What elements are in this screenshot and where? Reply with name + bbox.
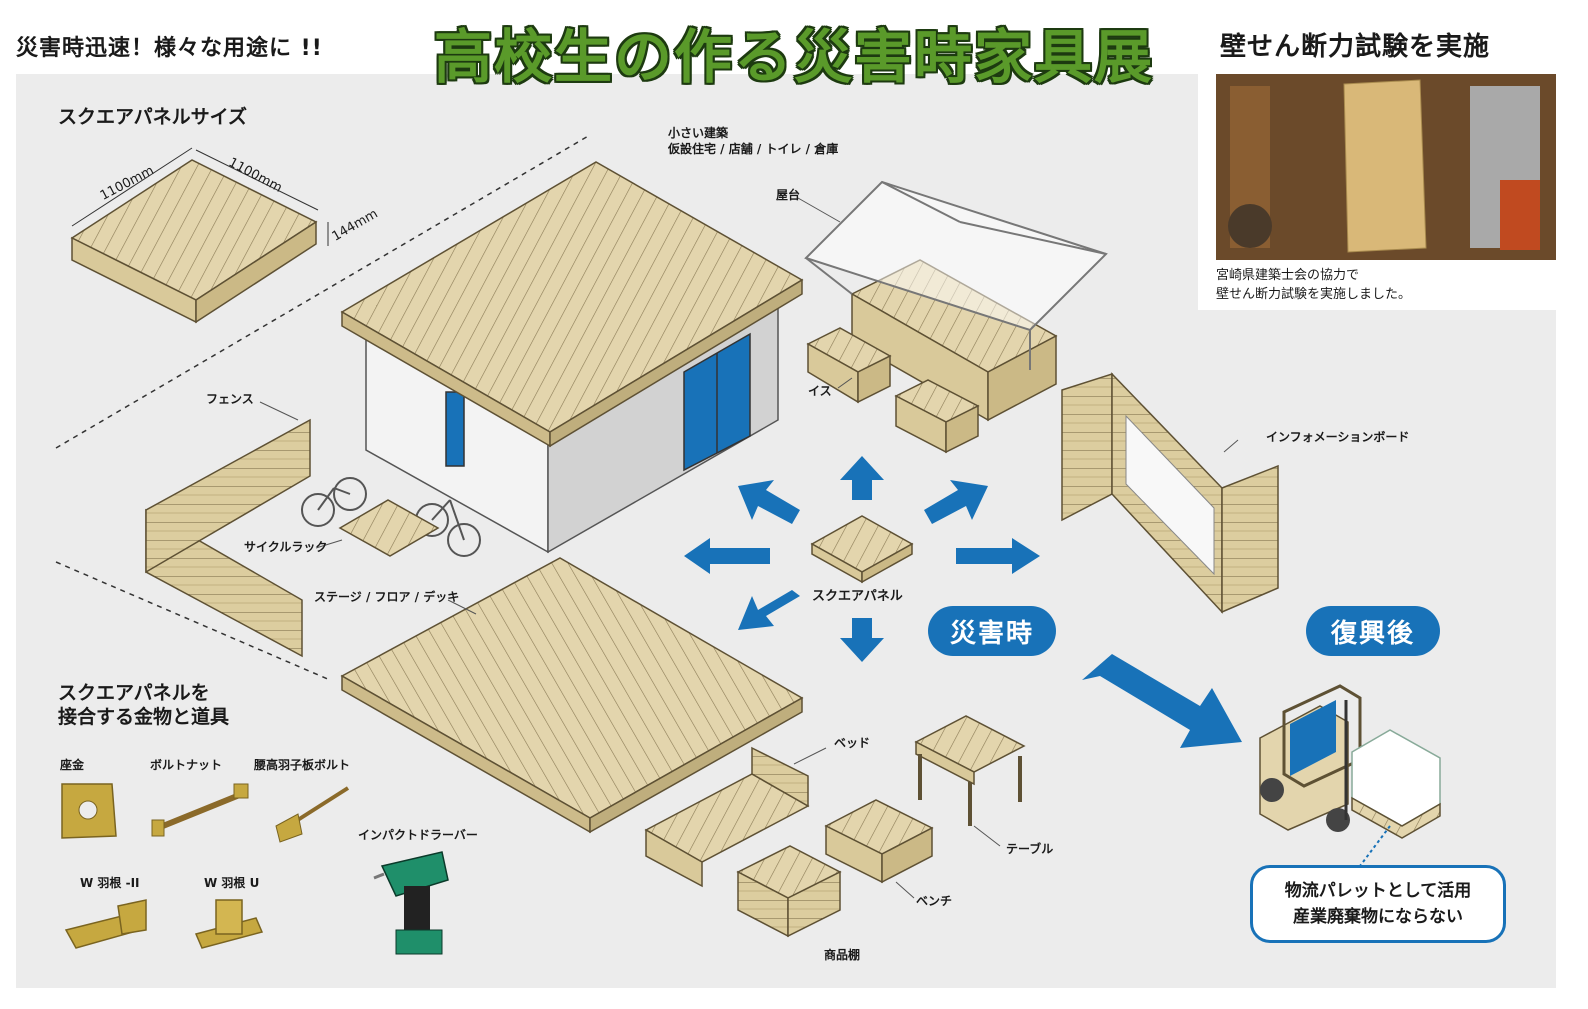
hardware-title-line2: 接合する金物と道具 [58, 706, 230, 728]
label-small-building: 小さい建築 [668, 126, 729, 140]
shear-test-photo [1216, 74, 1556, 260]
bolt-nut-icon [151, 783, 249, 837]
stage-floor-illustration [340, 557, 804, 834]
table-illustration [914, 715, 1026, 826]
photo-caption-line2: 壁せん断力試験を実施しました。 [1216, 287, 1412, 302]
bench-illustration [824, 799, 934, 884]
label-bed: ベッド [834, 736, 871, 750]
label-leader-lines [259, 197, 1239, 899]
note-pointer [1359, 825, 1391, 867]
forklift-illustration [1259, 684, 1441, 839]
label-info-board: インフォメーションボード [1266, 430, 1410, 444]
radiating-arrows [684, 456, 1242, 748]
label-shelf: 商品棚 [824, 948, 861, 962]
photo-section-title: 壁せん断力試験を実施 [1220, 32, 1491, 62]
bicycle-rack-illustration [301, 477, 481, 557]
photo-caption-line1: 宮崎県建築士会の協力で [1216, 268, 1360, 283]
label-table: テーブル [1006, 842, 1054, 856]
fence-illustration [145, 418, 311, 658]
hardware-label-w-wing-ii: W 羽根 -II [80, 876, 140, 890]
hardware-label-plate-bolt: 腰高羽子板ボルト [254, 758, 351, 772]
label-fence: フェンス [206, 392, 254, 406]
washer-icon [61, 783, 117, 839]
label-chair: イス [808, 384, 832, 398]
label-square-panel: スクエアパネル [812, 589, 903, 604]
chair-illustration [806, 327, 980, 454]
hardware-title-line1: スクエアパネルを [58, 682, 210, 704]
hardware-label-washer: 座金 [60, 758, 85, 772]
note-line2: 産業廃棄物にならない [1293, 907, 1463, 927]
stall-illustration [804, 180, 1108, 422]
disaster-badge: 災害時 [928, 606, 1056, 656]
panel-size-title: スクエアパネルサイズ [58, 106, 248, 128]
label-stage: ステージ / フロア / デッキ [314, 590, 460, 604]
recovery-badge: 復興後 [1306, 606, 1440, 656]
label-small-building-uses: 仮設住宅 / 店舗 / トイレ / 倉庫 [668, 142, 839, 156]
shelf-illustration [736, 845, 842, 938]
label-bench: ベンチ [916, 894, 953, 908]
info-board-illustration [1061, 372, 1279, 614]
label-stall: 屋台 [776, 188, 801, 202]
center-square-panel-illustration [810, 515, 914, 584]
w-wing-ii-icon [64, 899, 147, 949]
recycle-note: 物流パレットとして活用 産業廃棄物にならない [1250, 865, 1506, 943]
big-arrow-to-recovery [1082, 654, 1242, 748]
page-title: 高校生の作る災害時家具展 [434, 23, 1155, 91]
hardware-label-impact-driver: インパクトドラーバー [358, 828, 478, 842]
small-building-illustration [340, 161, 804, 554]
note-line1: 物流パレットとして活用 [1284, 881, 1472, 901]
dashed-divider-top [55, 134, 591, 449]
hardware-label-bolt-nut: ボルトナット [150, 758, 223, 772]
square-panel-sample-illustration [70, 147, 329, 324]
bed-illustration [644, 746, 810, 888]
label-cycle-rack: サイクルラック [244, 540, 328, 554]
hardware-label-w-wing-u: W 羽根 U [204, 876, 260, 890]
header-slogan: 災害時迅速！様々な用途に !! [16, 36, 323, 61]
impact-driver-icon [373, 851, 449, 955]
high-plate-bolt-icon [275, 786, 350, 843]
w-wing-u-icon [194, 899, 264, 949]
